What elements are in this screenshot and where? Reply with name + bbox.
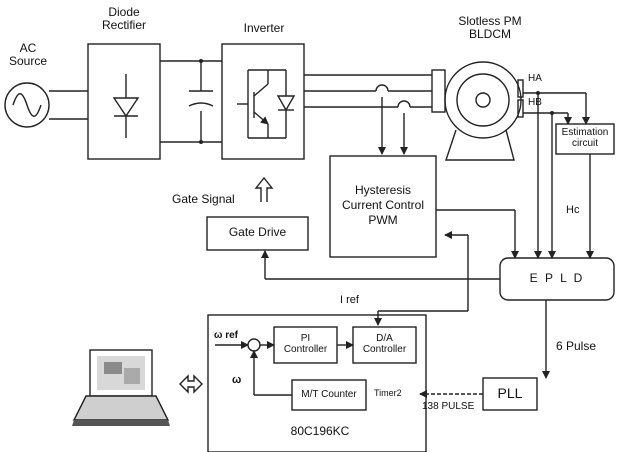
gate-signal-arrow (254, 176, 274, 202)
diode-rectifier-line1: Diode (108, 5, 140, 19)
gate-drive-block (206, 216, 309, 251)
inverter-block (221, 43, 305, 160)
motor-terminal (431, 69, 446, 113)
gate-signal-label: Gate Signal (172, 192, 235, 206)
pi-line2: Controller (283, 344, 328, 355)
da-line1: D/A (376, 333, 393, 344)
pll-label: PLL (497, 385, 523, 401)
motor-line2: BLDCM (468, 27, 511, 42)
mcu-block (207, 314, 427, 452)
hall-a-label: HA (528, 73, 542, 84)
da-label: D/A Controller (353, 333, 416, 355)
motor-rotor (475, 92, 491, 108)
capacitor-icon (188, 102, 214, 107)
diode-rectifier-block (87, 43, 161, 160)
diode-rectifier-label: Diode Rectifier (84, 5, 164, 33)
hysteresis-label: Hysteresis Current Control PWM (330, 183, 436, 228)
hall-sensor-b (517, 99, 524, 118)
diode-icon (112, 97, 140, 118)
da-controller-block (352, 326, 417, 364)
omega-label: ω (232, 374, 242, 386)
estimation-line2: circuit (571, 138, 599, 149)
hysteresis-line1: Hysteresis (354, 183, 411, 197)
motor-line1: Slotless PM (458, 14, 522, 28)
ac-source-line1: AC (19, 41, 37, 55)
pc-keyboard (72, 395, 170, 421)
pulse138-label: 138 PULSE (422, 401, 475, 412)
mcu-label: 80C196KC (290, 424, 350, 438)
summing-junction (247, 338, 261, 352)
igbt-diode-icon (276, 95, 296, 112)
iref-label: I ref (340, 294, 359, 306)
pi-line1: PI (300, 333, 311, 344)
mt-counter-label: M/T Counter (301, 389, 357, 400)
diode-rectifier-line2: Rectifier (101, 18, 146, 33)
hysteresis-pwm-block (329, 155, 437, 258)
motor-label: Slotless PM BLDCM (440, 14, 540, 42)
hall-c-label: Hc (566, 204, 580, 216)
hysteresis-line2: Current Control (341, 198, 425, 212)
da-line2: Controller (362, 344, 407, 355)
gate-drive-label: Gate Drive (228, 225, 287, 239)
ac-source-circle (4, 82, 50, 128)
epld-label: E P L D (529, 271, 585, 285)
ac-source-label: AC Source (6, 41, 50, 69)
pi-label: PI Controller (274, 333, 337, 355)
hall-b-label: HB (528, 97, 542, 108)
pc-link-arrow (179, 374, 203, 394)
omega-ref-label: ω ref (214, 330, 239, 341)
hysteresis-line3: PWM (368, 213, 398, 227)
timer2-label: Timer2 (374, 388, 402, 398)
six-pulse-label: 6 Pulse (556, 339, 597, 353)
sine-wave-icon (12, 93, 42, 117)
ac-source-line2: Source (8, 54, 48, 69)
hall-sensor-a (517, 79, 524, 98)
estimation-line1: Estimation (561, 127, 609, 138)
estimation-label: Estimation circuit (556, 127, 614, 149)
inverter-label: Inverter (243, 21, 285, 35)
